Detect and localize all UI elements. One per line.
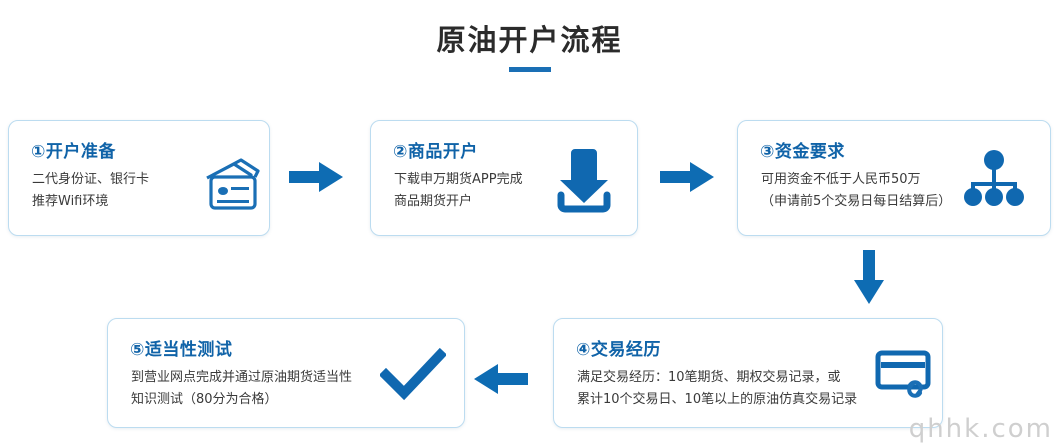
card-3-line-1: 可用资金不低于人民币50万: [761, 172, 921, 187]
watermark-text: qhhk.com: [908, 414, 1053, 444]
flow-arrow-right-2: [660, 160, 716, 198]
card-2-heading: ②商品开户: [393, 142, 478, 162]
card-2-line-1: 下载申万期货APP完成: [394, 172, 523, 187]
card-5-line-1: 到营业网点完成并通过原油期货适当性: [131, 370, 353, 385]
flow-arrow-left-4: [472, 362, 528, 400]
card-4-line-1: 满足交易经历：10笔期货、期权交易记录，或: [577, 370, 841, 385]
card-1-body: 二代身份证、银行卡 推荐Wifi环境: [32, 169, 149, 213]
org-tree-icon: [961, 147, 1027, 217]
credit-cards-icon: [201, 157, 265, 219]
card-3-line-2: （申请前5个交易日每日结算后）: [761, 194, 952, 209]
card-1-heading: ①开户准备: [31, 142, 116, 162]
card-5-body: 到营业网点完成并通过原油期货适当性 知识测试（80分为合格）: [131, 367, 352, 411]
title-block: 原油开户流程: [0, 22, 1059, 72]
flow-step-card-4[interactable]: ④交易经历 满足交易经历：10笔期货、期权交易记录，或 累计10个交易日、10笔…: [553, 318, 943, 428]
download-icon: [549, 143, 619, 221]
flow-arrow-down-3: [852, 250, 886, 310]
card-4-heading: ④交易经历: [576, 340, 661, 360]
card-link-icon: [872, 349, 932, 405]
card-2-body: 下载申万期货APP完成 商品期货开户: [394, 169, 523, 213]
page-title: 原油开户流程: [436, 23, 623, 57]
card-5-line-2: 知识测试（80分为合格）: [131, 392, 278, 407]
flow-step-card-1[interactable]: ①开户准备 二代身份证、银行卡 推荐Wifi环境: [8, 120, 270, 236]
flow-step-card-3[interactable]: ③资金要求 可用资金不低于人民币50万 （申请前5个交易日每日结算后）: [737, 120, 1051, 236]
card-5-heading: ⑤适当性测试: [130, 340, 233, 360]
card-2-line-2: 商品期货开户: [394, 194, 473, 209]
title-underline: [508, 67, 551, 72]
card-1-line-2: 推荐Wifi环境: [32, 194, 109, 209]
flow-step-card-5[interactable]: ⑤适当性测试 到营业网点完成并通过原油期货适当性 知识测试（80分为合格）: [107, 318, 465, 428]
card-3-body: 可用资金不低于人民币50万 （申请前5个交易日每日结算后）: [761, 169, 951, 213]
card-4-line-2: 累计10个交易日、10笔以上的原油仿真交易记录: [577, 392, 858, 407]
checkmark-icon: [378, 347, 448, 407]
flow-step-card-2[interactable]: ②商品开户 下载申万期货APP完成 商品期货开户: [370, 120, 638, 236]
card-3-heading: ③资金要求: [760, 142, 845, 162]
card-1-line-1: 二代身份证、银行卡: [32, 172, 150, 187]
card-4-body: 满足交易经历：10笔期货、期权交易记录，或 累计10个交易日、10笔以上的原油仿…: [577, 367, 857, 411]
flow-arrow-right-1: [289, 160, 345, 198]
